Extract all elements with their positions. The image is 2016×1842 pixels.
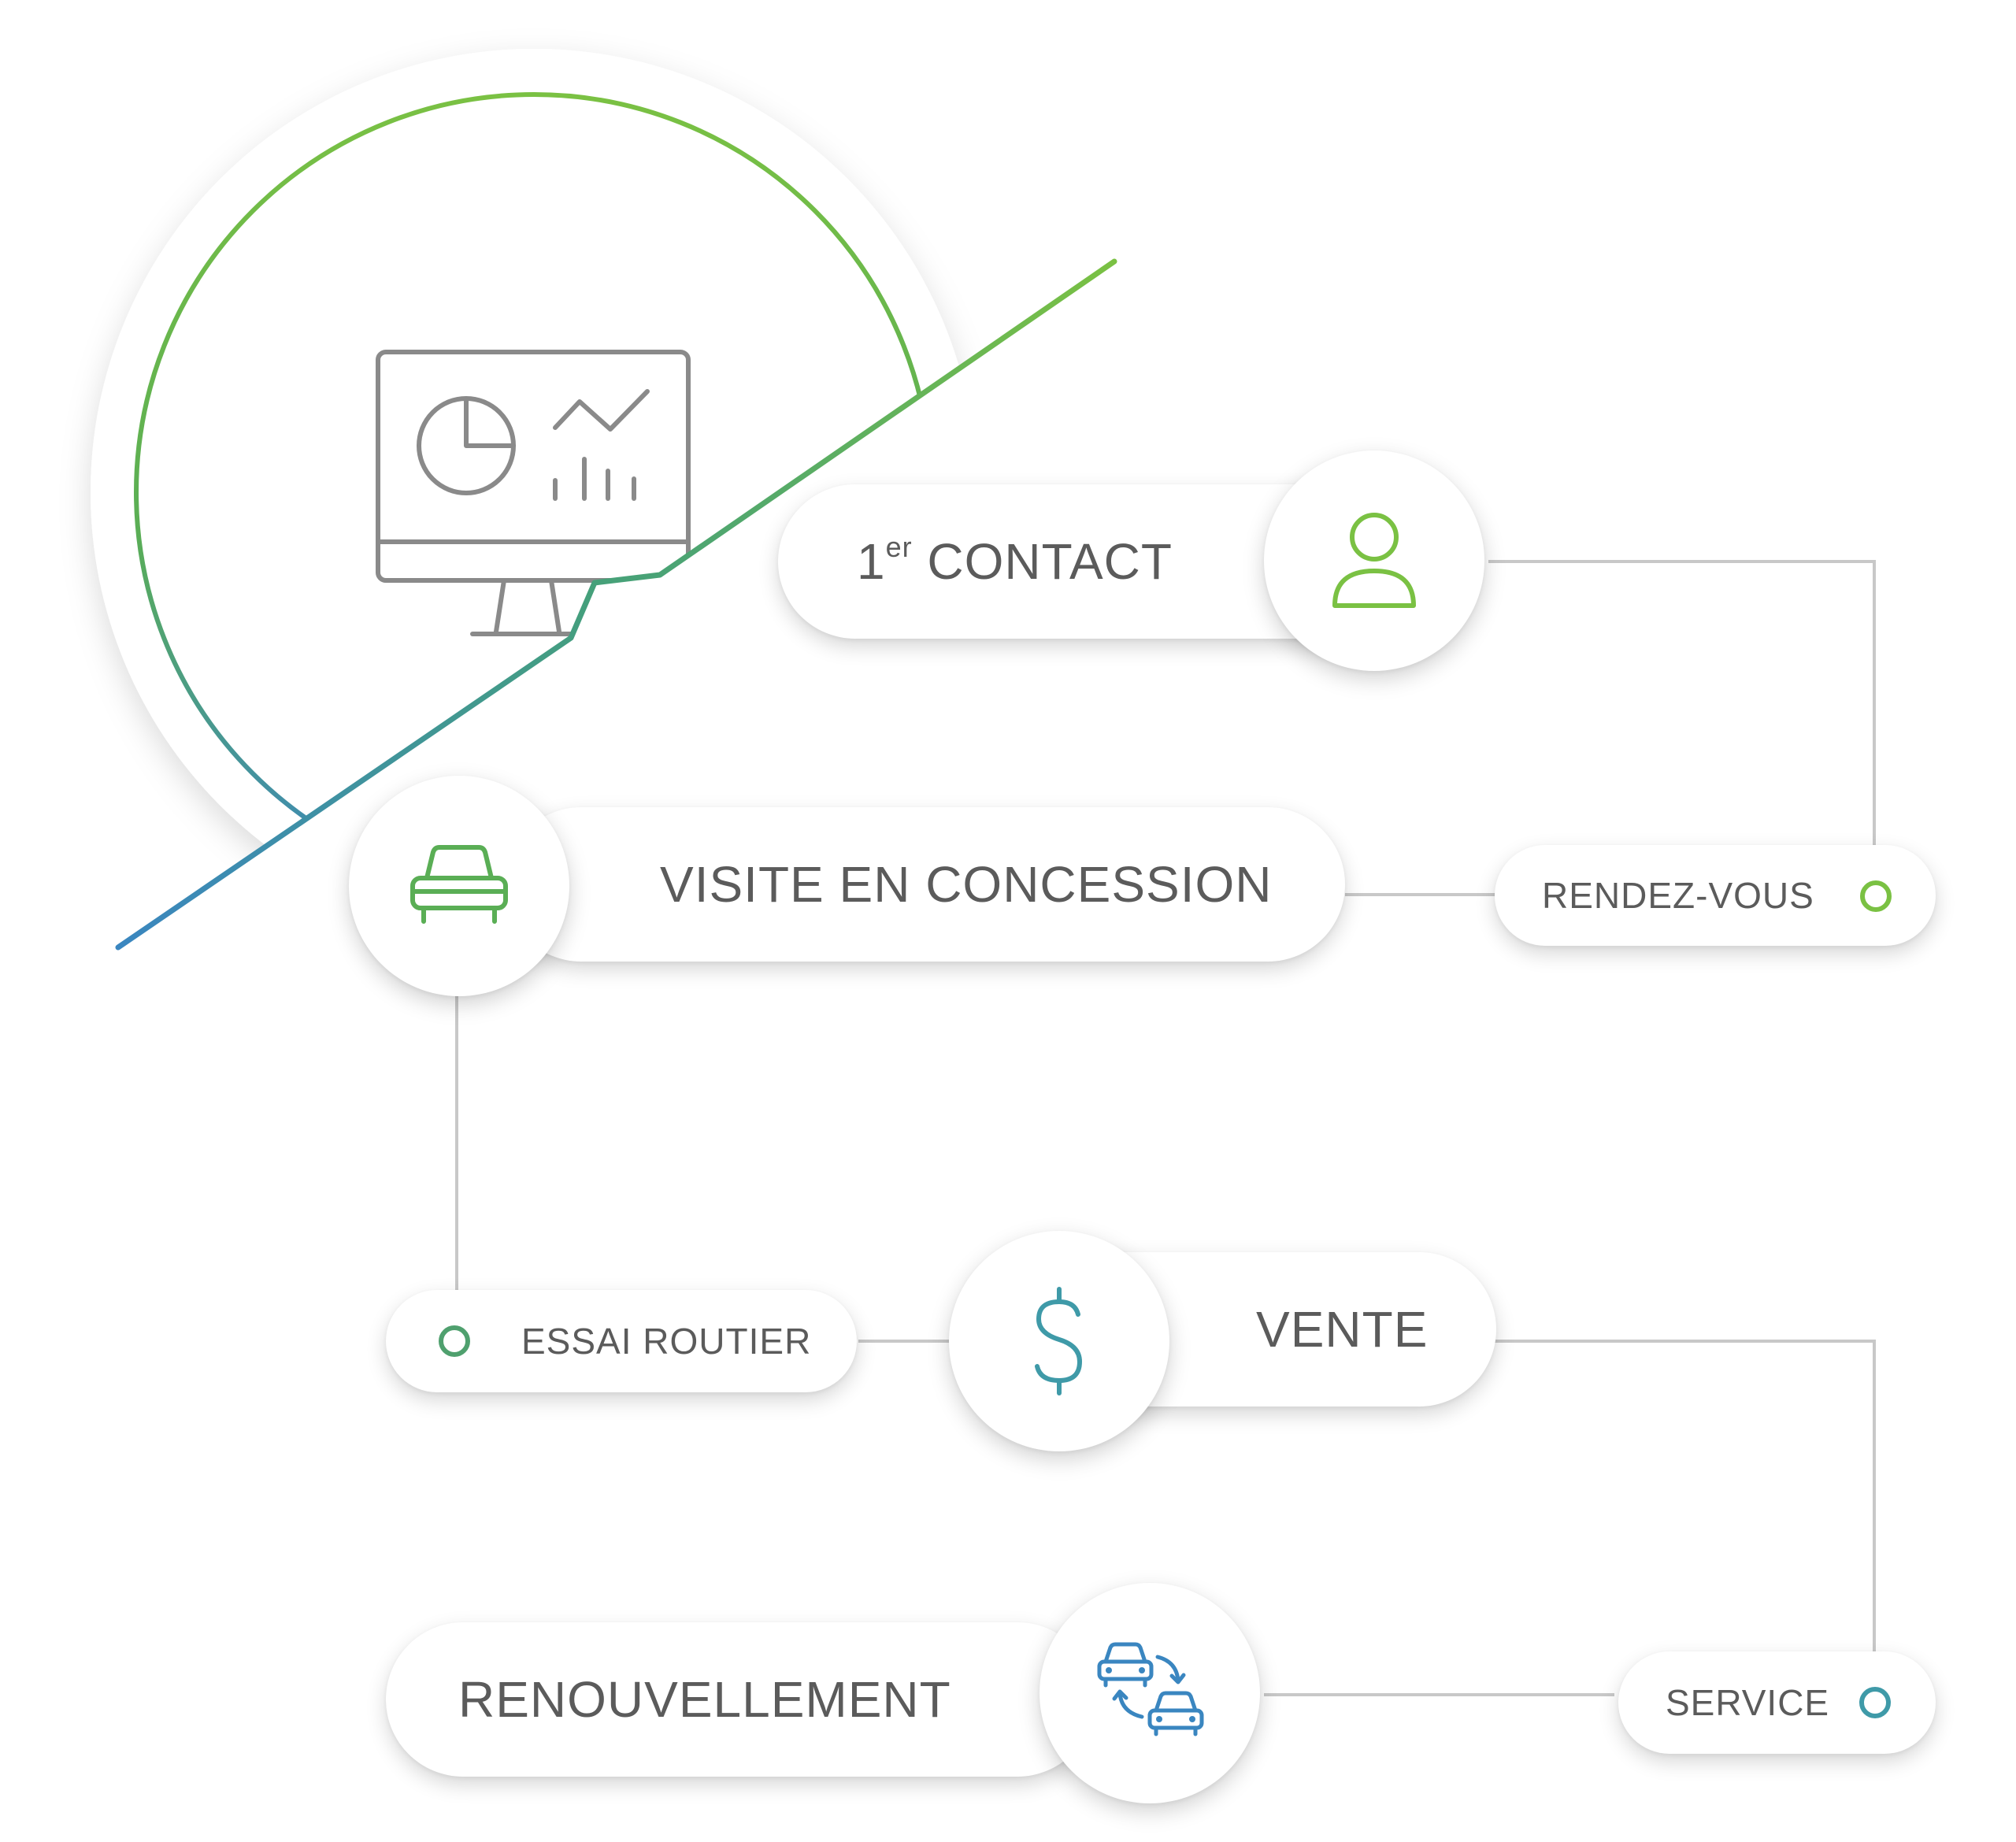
- step-first-contact-circle[interactable]: [1264, 450, 1484, 671]
- user-icon: [1332, 513, 1416, 608]
- essai-dot: [439, 1325, 470, 1357]
- diagonal-line: [115, 258, 1117, 951]
- step-vente-label: VENTE: [1256, 1301, 1429, 1358]
- step-vente-circle[interactable]: [949, 1231, 1169, 1451]
- step-renouvellement-label: RENOUVELLEMENT: [458, 1671, 951, 1728]
- step-essai-label: ESSAI ROUTIER: [521, 1321, 812, 1362]
- step-first-contact-label: 1er CONTACT: [857, 530, 1173, 590]
- step-renouvellement-circle[interactable]: [1040, 1583, 1260, 1803]
- rendez-vous-dot: [1860, 880, 1892, 912]
- monitor-analytics-icon: [376, 350, 691, 636]
- step-visite-circle[interactable]: [349, 776, 569, 996]
- service-dot: [1859, 1687, 1891, 1718]
- car-exchange-icon: [1097, 1642, 1204, 1736]
- connector-lines: [455, 560, 1876, 1696]
- car-icon: [410, 845, 508, 924]
- step-rendez-vous-label: RENDEZ-VOUS: [1542, 875, 1814, 916]
- dollar-icon: [1035, 1287, 1082, 1395]
- step-visite-pill[interactable]: VISITE EN CONCESSION: [504, 807, 1345, 962]
- step-service-label: SERVICE: [1666, 1682, 1830, 1723]
- step-rendez-vous-pill[interactable]: RENDEZ-VOUS: [1495, 845, 1936, 946]
- step-visite-label: VISITE EN CONCESSION: [660, 856, 1273, 913]
- step-renouvellement-pill[interactable]: RENOUVELLEMENT: [386, 1622, 1095, 1777]
